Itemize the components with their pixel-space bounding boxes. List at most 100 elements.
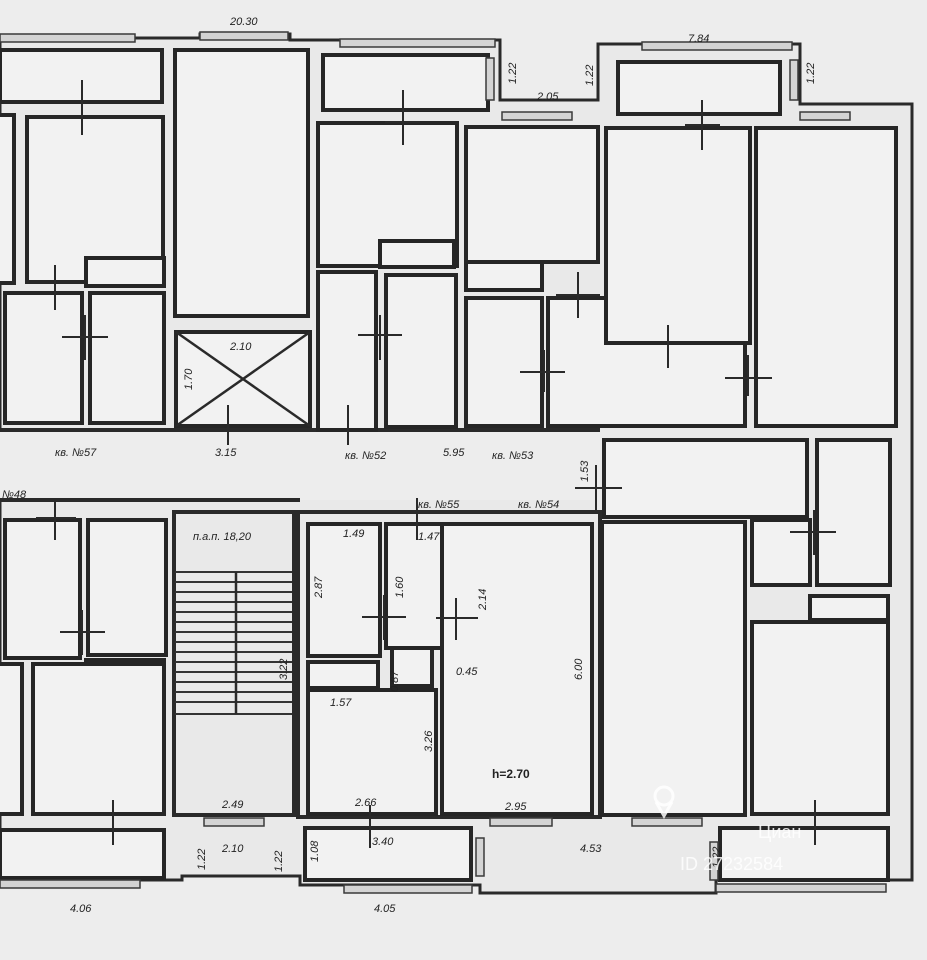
window: [501, 111, 573, 121]
room: [303, 826, 473, 882]
ceiling-height: h=2.70: [492, 767, 530, 781]
window: [489, 817, 553, 827]
dim-249: 2.49: [221, 799, 243, 811]
watermark-brand: Циан: [758, 822, 801, 842]
dim-122-mid: 1.22: [273, 851, 285, 872]
room: [384, 273, 458, 429]
room: [378, 239, 456, 269]
room: [440, 522, 594, 816]
dim-top-right-width: 7.84: [688, 33, 709, 45]
room: [86, 518, 168, 657]
room: [808, 594, 890, 622]
room: [88, 291, 166, 425]
bottom-right-block: [600, 520, 890, 882]
dim-340: 3.40: [372, 836, 394, 848]
dim-453: 4.53: [580, 843, 602, 855]
room: [750, 518, 812, 587]
dim-160: 1.60: [394, 576, 406, 598]
door-marks: [36, 80, 836, 848]
room: [604, 126, 752, 345]
dim-210: 2.10: [221, 843, 244, 855]
dim-corridor-side: 1.53: [579, 460, 591, 482]
dim-322: 3.22: [278, 659, 290, 680]
dim-287: 2.87: [313, 576, 325, 599]
dim-122-right: 1.22: [711, 847, 723, 868]
window: [709, 841, 719, 881]
dim-lift-width: 2.10: [229, 341, 252, 353]
window: [789, 59, 799, 101]
room: [754, 126, 898, 428]
room: [815, 438, 892, 587]
dim-108: 1.08: [309, 840, 321, 862]
room: [464, 125, 600, 264]
apt-label-55: кв. №55: [418, 499, 460, 511]
room: [0, 113, 16, 285]
window: [631, 817, 703, 827]
windows: [0, 31, 887, 894]
room: [464, 260, 544, 292]
stair-steps: [175, 571, 292, 715]
top-right-block: [602, 60, 898, 622]
room: [25, 115, 165, 284]
window: [475, 837, 485, 877]
stair-area-label: п.а.п. 18,20: [193, 531, 252, 543]
apt-label-52: кв. №52: [345, 450, 386, 462]
dim-balcony-gap: 2.05: [536, 91, 559, 103]
dim-side-c: 1.22: [805, 63, 817, 84]
room: [750, 620, 890, 816]
dim-600: 6.00: [573, 658, 585, 680]
room: [602, 438, 809, 519]
window: [343, 884, 473, 894]
room: [0, 662, 24, 816]
dim-149: 1.49: [343, 528, 364, 540]
room: [306, 522, 382, 658]
watermark-id: ID 27232584: [680, 854, 783, 874]
location-pin-tip: [654, 801, 674, 820]
dim-122-left: 1.22: [196, 849, 208, 870]
window: [485, 57, 495, 101]
apt-label-54: кв. №54: [518, 499, 559, 511]
room: [464, 296, 544, 428]
room: [84, 256, 166, 288]
dim-lift-height: 1.70: [183, 368, 195, 390]
room: [600, 520, 747, 817]
window: [715, 883, 887, 893]
room: [390, 646, 434, 688]
apt-label-48: №48: [2, 489, 27, 501]
dim-406: 4.06: [70, 903, 92, 915]
apt-label-57: кв. №57: [55, 447, 97, 459]
dim-corridor-width: 5.95: [443, 447, 465, 459]
location-pin-icon: [653, 785, 675, 807]
window: [199, 31, 289, 41]
dim-266: 2.66: [354, 797, 377, 809]
apt-label-53: кв. №53: [492, 450, 534, 462]
lift-shaft: [174, 330, 312, 428]
dimension-labels: 20.30 7.84 2.05 1.22 1.22 1.22 2.10 1.70…: [2, 16, 817, 915]
dim-045: 0.45: [456, 666, 478, 678]
top-left-block: [0, 48, 310, 425]
dim-157: 1.57: [330, 697, 352, 709]
room: [173, 48, 310, 318]
window: [0, 33, 136, 43]
room: [3, 291, 84, 425]
dim-087: 0.87: [389, 670, 401, 692]
room: [321, 53, 490, 112]
dim-326: 3.26: [423, 730, 435, 752]
window: [203, 817, 265, 827]
dim-lift-bottom: 3.15: [215, 447, 237, 459]
stairwell: [172, 510, 296, 817]
room: [0, 828, 166, 880]
dim-405: 4.05: [374, 903, 396, 915]
window: [0, 879, 141, 889]
room: [306, 660, 380, 690]
dim-side-b: 1.22: [584, 65, 596, 86]
room: [306, 688, 438, 816]
room: [616, 60, 782, 116]
bottom-left-block: [0, 518, 168, 880]
dim-147: 1.47: [418, 531, 440, 543]
bottom-middle-block: [296, 510, 602, 882]
window: [339, 38, 496, 48]
dim-295: 2.95: [504, 801, 527, 813]
dim-top-width: 20.30: [229, 16, 258, 28]
